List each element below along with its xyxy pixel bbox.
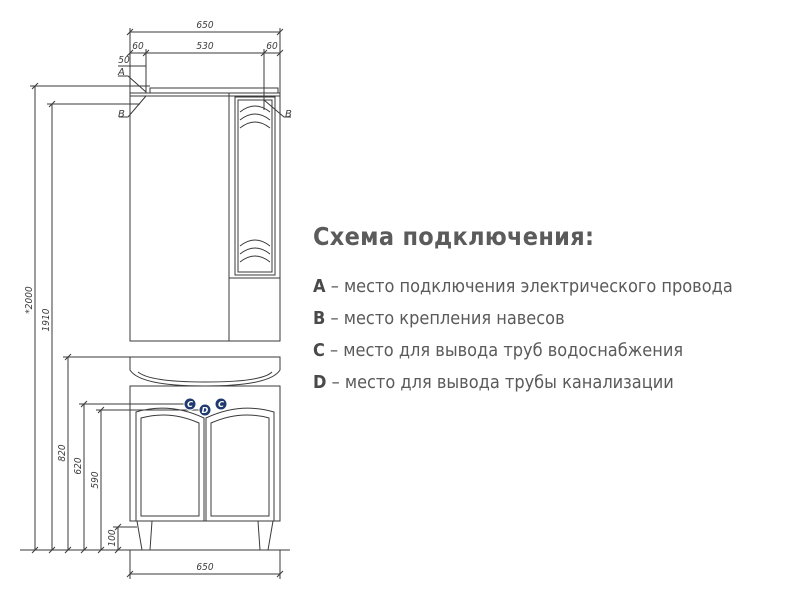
legend-item-c: C – место для вывода труб водоснабжения (313, 335, 793, 367)
dim-bottom-total-label: 650 (196, 562, 213, 573)
marker-c-right-label: C (218, 400, 224, 409)
marker-d (198, 403, 212, 417)
side-door-ornament-bottom (239, 239, 271, 263)
legend-key-a: A (313, 276, 326, 297)
legend-text-d: – место для вывода трубы канализации (331, 372, 674, 393)
legend-item-a: A – место подключения электрического про… (313, 271, 793, 303)
vanity-right-door (205, 407, 275, 522)
dim-top-right-label: 60 (266, 41, 278, 52)
mirror-cabinet-body (129, 92, 281, 342)
legend-key-b: B (313, 308, 326, 329)
marker-d-label: D (202, 406, 209, 415)
legend-key-d: D (313, 372, 327, 393)
marker-a-label: A (117, 67, 125, 78)
dim-mirror-height-label: 1910 (41, 308, 52, 331)
dim-590-label: 590 (90, 471, 101, 488)
dim-offset-50-label: 50 (118, 55, 130, 66)
legend-text-c: – место для вывода труб водоснабжения (330, 340, 684, 361)
dim-top-middle-label: 530 (196, 41, 213, 52)
leader-b-right (263, 99, 291, 118)
mirror-cabinet-top-ledge (149, 87, 279, 94)
legend-text-a: – место подключения электрического прово… (330, 276, 733, 297)
vanity-left-door-inner (140, 414, 200, 517)
marker-c-left (183, 397, 197, 411)
dim-100-label: 100 (107, 529, 118, 546)
sink-basin-edge (137, 371, 273, 383)
vanity-right-leg (257, 520, 274, 551)
legend-key-c: C (313, 340, 325, 361)
marker-b-left-label: B (118, 109, 125, 120)
marker-c-right (214, 397, 228, 411)
legend-item-d: D – место для вывода трубы канализации (313, 367, 793, 399)
dim-total-height-label: *2000 (24, 286, 35, 314)
side-door-panel-inner (237, 99, 273, 273)
side-door-panel (234, 96, 276, 276)
dim-top-total-label: 650 (196, 20, 213, 31)
legend-text-b: – место крепления навесов (330, 308, 565, 329)
vanity-right-door-inner (210, 414, 270, 517)
leader-b-left (119, 95, 147, 118)
vanity-left-door (135, 407, 205, 522)
side-door-ornament-top (239, 105, 271, 129)
marker-c-left-label: C (187, 400, 193, 409)
dim-820-label: 820 (57, 444, 68, 461)
connection-legend: Схема подключения: A – место подключения… (313, 222, 793, 399)
vanity-left-leg (136, 520, 153, 551)
leader-a (118, 75, 147, 93)
legend-item-b: B – место крепления навесов (313, 303, 793, 335)
marker-b-right-label: B (285, 109, 292, 120)
dim-620-label: 620 (73, 457, 84, 474)
legend-title: Схема подключения: (313, 222, 595, 251)
dim-top-left-label: 60 (132, 41, 144, 52)
